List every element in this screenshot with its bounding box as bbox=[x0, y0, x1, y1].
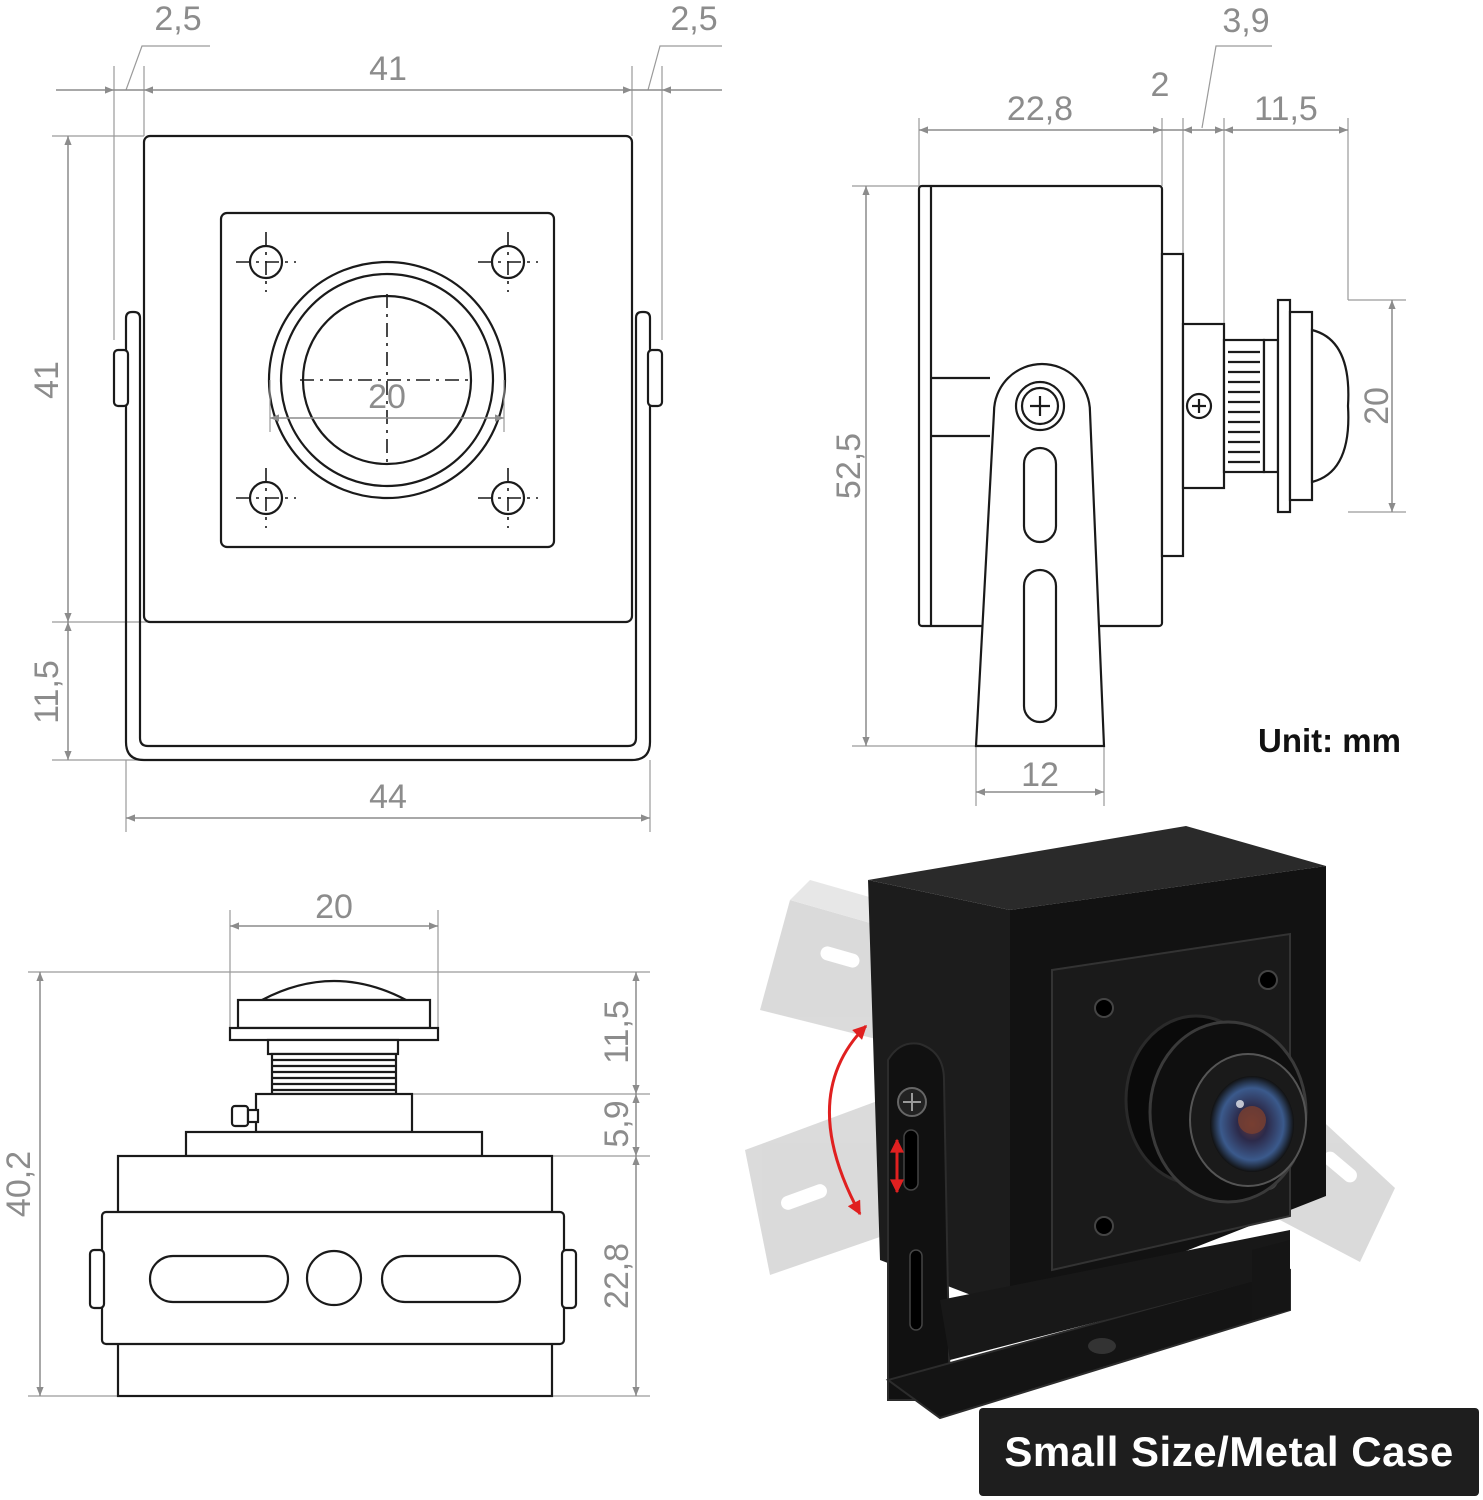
front-lens-diameter-label: 20 bbox=[368, 378, 406, 416]
top-mount-length-label: 5,9 bbox=[598, 1100, 636, 1147]
front-height-label: 41 bbox=[28, 361, 66, 399]
side-body-depth-label: 22,8 bbox=[1007, 90, 1073, 128]
front-top-right-gap-label: 2,5 bbox=[670, 0, 717, 38]
side-bracket-width-label: 12 bbox=[1021, 756, 1059, 794]
front-top-left-gap-label: 2,5 bbox=[154, 0, 201, 38]
side-plate-thickness-label: 2 bbox=[1151, 66, 1170, 104]
camera-bracket bbox=[885, 1042, 1291, 1420]
side-lens-mount-label: 3,9 bbox=[1222, 2, 1269, 40]
front-bracket-height-label: 11,5 bbox=[28, 660, 66, 724]
camera-illustration bbox=[745, 826, 1395, 1420]
top-lens-length-label: 11,5 bbox=[598, 1000, 636, 1064]
tilt-arrow-icon bbox=[827, 1024, 868, 1216]
top-view: 20 11,5 5,9 40,2 22,8 bbox=[0, 888, 650, 1398]
top-lens-diameter-label: 20 bbox=[315, 888, 353, 926]
top-body-depth-label: 22,8 bbox=[598, 1243, 636, 1309]
camera-lens bbox=[1124, 1014, 1308, 1204]
top-overall-depth-label: 40,2 bbox=[0, 1151, 38, 1217]
side-lens-diameter-label: 20 bbox=[1358, 387, 1396, 425]
side-lens-length-label: 11,5 bbox=[1254, 90, 1318, 128]
front-view: 2,5 41 2,5 41 20 11,5 44 bbox=[28, 0, 722, 832]
camera-top-face bbox=[868, 826, 1326, 910]
side-lens-thread bbox=[1228, 350, 1260, 464]
unit-label: Unit: mm bbox=[1258, 722, 1401, 759]
side-overall-height-label: 52,5 bbox=[830, 433, 868, 499]
front-overall-width-label: 44 bbox=[369, 778, 407, 816]
banner-text: Small Size/Metal Case bbox=[1004, 1428, 1454, 1475]
banner: Small Size/Metal Case bbox=[979, 1408, 1479, 1496]
front-top-width-label: 41 bbox=[369, 50, 407, 88]
top-lens-thread bbox=[272, 1058, 396, 1092]
side-view: 22,8 2 3,9 11,5 52,5 20 12 bbox=[830, 2, 1406, 806]
